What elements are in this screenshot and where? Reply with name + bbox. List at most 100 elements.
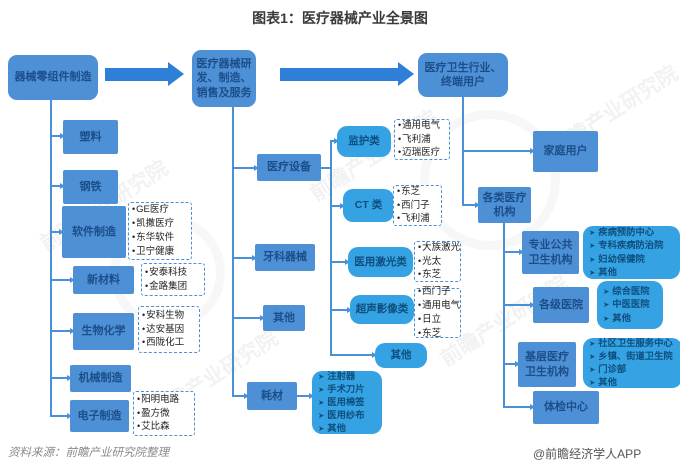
- list-item: ➤医用纱布: [318, 409, 379, 422]
- companies-laser: •大族激光•光太•东芝: [414, 241, 461, 282]
- list-item: •凯撒医疗: [132, 217, 190, 231]
- connector-arrow: [232, 167, 255, 169]
- list-item: •西陇化工: [142, 336, 198, 350]
- bullet-icon: •: [418, 255, 422, 266]
- connector-arrow: [232, 317, 261, 319]
- list-item-label: 达安基因: [146, 323, 185, 335]
- bullet-icon: ➤: [589, 228, 596, 238]
- list-item-label: 中医医院: [612, 299, 650, 310]
- bullet-icon: ➤: [589, 338, 596, 348]
- list-item: ➤手术刀片: [318, 383, 379, 396]
- bullet-icon: •: [132, 245, 136, 256]
- bullet-icon: •: [397, 199, 401, 210]
- bullet-icon: ➤: [589, 351, 596, 361]
- list-item-label: 其他: [612, 312, 631, 323]
- node-primary-care-institutions: 基层医疗卫生机构: [518, 342, 576, 387]
- bullet-icon: •: [418, 327, 422, 338]
- list-item-label: 飞利浦: [402, 133, 431, 145]
- list-item: ➤其他: [603, 312, 660, 325]
- list-item-label: 东芝: [422, 269, 442, 281]
- list-item-label: 东华软件: [136, 232, 175, 243]
- companies-ct: •东芝•西门子•飞利浦: [393, 185, 442, 226]
- list-item: •盈方微: [137, 407, 193, 421]
- list-item: ➤中医医院: [603, 298, 660, 311]
- list-item-label: 医用棉签: [327, 397, 365, 407]
- list-item-label: 通用电气: [422, 300, 461, 312]
- list-item-label: 其他: [598, 266, 617, 277]
- list-consumables: ➤注射器➤手术刀片➤医用棉签➤医用纱布➤其他: [312, 371, 382, 434]
- node-ultrasound-imaging-class: 超声影像类: [350, 295, 414, 324]
- list-item: •西门子: [397, 199, 440, 213]
- connector-line: [330, 140, 332, 355]
- bullet-icon: •: [418, 269, 422, 280]
- bullet-icon: •: [398, 147, 402, 158]
- node-components-manufacturing: 器械零组件制造: [8, 55, 98, 100]
- node-hospitals: 各级医院: [533, 287, 589, 323]
- bullet-icon: ➤: [589, 378, 596, 388]
- bullet-icon: •: [398, 133, 402, 144]
- connector-arrow: [50, 415, 68, 417]
- list-item-label: GE医疗: [136, 204, 169, 216]
- bullet-icon: ➤: [603, 300, 610, 310]
- list-item: •通用电气: [398, 119, 448, 133]
- companies-electronics: •阳明电路•盈方微•艾比森: [133, 391, 195, 436]
- node-machinery: 机械制造: [70, 365, 131, 392]
- list-item-label: 光太: [422, 255, 442, 267]
- list-item-label: 迈瑞医疗: [402, 147, 441, 159]
- connector-line: [503, 222, 505, 407]
- connector-arrow: [232, 395, 245, 397]
- node-medical-equipment: 医疗设备: [257, 154, 321, 181]
- list-item: ➤乡镇、街道卫生院: [589, 350, 679, 363]
- list-item: ➤医用棉签: [318, 396, 379, 409]
- list-item: ➤疾病预防中心: [589, 226, 677, 239]
- list-item: •安科生物: [142, 309, 198, 323]
- bullet-icon: •: [418, 286, 422, 297]
- bullet-icon: •: [142, 309, 146, 320]
- list-item: •东芝: [418, 327, 459, 341]
- node-medical-laser-class: 医用激光类: [348, 247, 413, 277]
- bullet-icon: ➤: [589, 241, 596, 251]
- bullet-icon: •: [132, 204, 136, 215]
- list-item: ➤妇幼保健院: [589, 253, 677, 266]
- list-item: •东华软件: [132, 231, 190, 245]
- companies-monitoring: •通用电气•飞利浦•迈瑞医疗: [394, 119, 450, 160]
- bullet-icon: •: [132, 232, 136, 242]
- connector-arrow: [503, 406, 531, 408]
- list-item: •卫宁健康: [132, 245, 190, 259]
- flow-arrow-icon: [280, 62, 414, 86]
- bullet-icon: ➤: [603, 287, 610, 297]
- list-item: ➤综合医院: [603, 285, 660, 298]
- node-public-health-institutions: 专业公共卫生机构: [522, 231, 579, 274]
- node-new-materials: 新材料: [73, 266, 134, 294]
- list-item: ➤其他: [318, 422, 379, 435]
- node-other-equipment: 其他: [375, 343, 427, 368]
- bullet-icon: ➤: [318, 424, 325, 434]
- list-item-label: 盈方微: [141, 407, 170, 419]
- source-note: 资料来源：前瞻产业研究院整理: [8, 447, 169, 459]
- bullet-icon: •: [142, 337, 146, 348]
- node-checkup-centers: 体检中心: [533, 391, 599, 424]
- list-item-label: 乡镇、街道卫生院: [598, 350, 673, 361]
- bullet-icon: ➤: [318, 371, 325, 381]
- list-item: •西门子: [418, 285, 459, 299]
- connector-arrow: [50, 185, 61, 187]
- node-dental-devices: 牙科器械: [255, 244, 315, 271]
- list-item-label: 阳明电路: [141, 393, 180, 405]
- connector-arrow: [232, 257, 253, 259]
- list-item: •达安基因: [142, 323, 198, 337]
- bullet-icon: ➤: [603, 313, 610, 323]
- node-other-middle: 其他: [263, 305, 305, 331]
- list-item-label: 通用电气: [402, 119, 441, 131]
- list-item-label: 飞利浦: [401, 213, 430, 225]
- connector-line: [232, 100, 234, 396]
- list-item-label: 西门子: [401, 199, 430, 211]
- connector-line: [50, 100, 52, 417]
- list-item-label: 艾比森: [141, 421, 170, 433]
- companies-biochemistry: •安科生物•达安基因•西陇化工: [138, 306, 200, 353]
- list-item-label: 西门子: [422, 286, 451, 298]
- bullet-icon: •: [142, 323, 146, 334]
- node-monitoring-class: 监护类: [337, 126, 391, 157]
- node-end-users: 医疗卫生行业、终端用户: [418, 53, 508, 97]
- bullet-icon: •: [398, 119, 402, 130]
- list-item-label: 妇幼保健院: [598, 253, 645, 264]
